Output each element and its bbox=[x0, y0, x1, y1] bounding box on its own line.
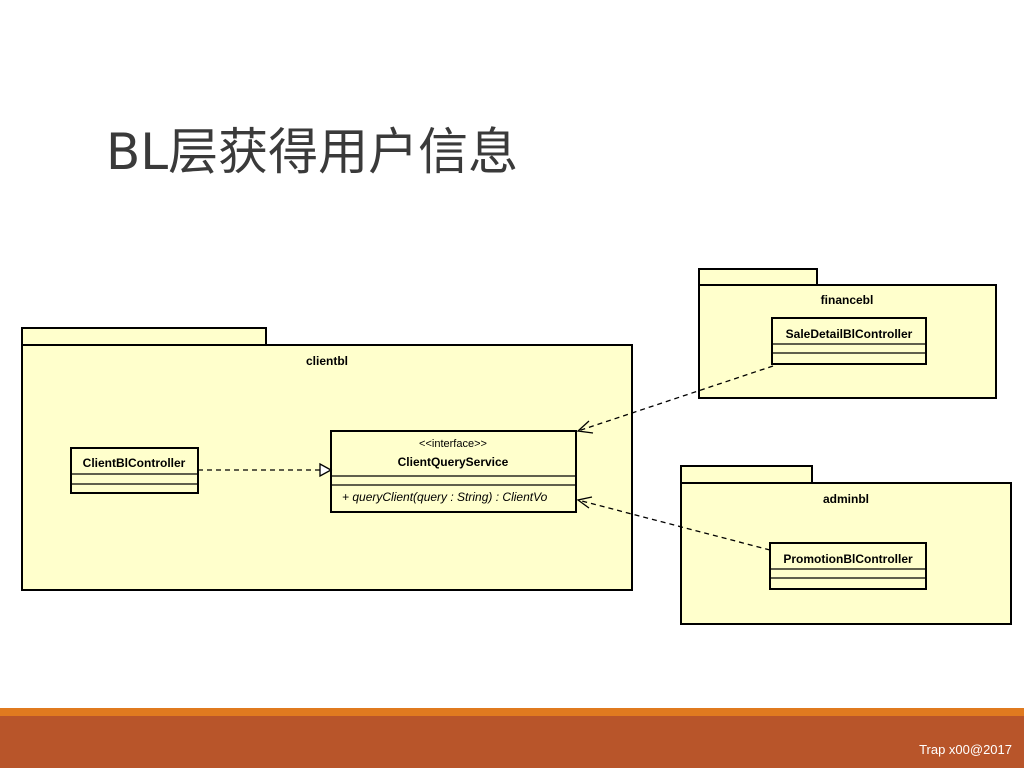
dependency-arrow-financebl bbox=[576, 365, 774, 434]
open-arrowhead-icon bbox=[576, 496, 593, 509]
footer-text: Trap x00@2017 bbox=[919, 742, 1012, 757]
operation-query-client: + queryClient(query : String) : ClientVo bbox=[342, 490, 548, 504]
class-sale-detail-bl-controller[interactable]: SaleDetailBlController bbox=[771, 317, 927, 365]
class-name-client-query-service: ClientQueryService bbox=[398, 455, 509, 469]
class-box bbox=[771, 317, 927, 365]
class-name-client-bl-controller: ClientBlController bbox=[83, 456, 186, 470]
package-label-adminbl: adminbl bbox=[823, 492, 869, 506]
package-label-financebl: financebl bbox=[821, 293, 874, 307]
dependency-arrow-adminbl bbox=[576, 496, 771, 551]
package-label-clientbl: clientbl bbox=[306, 354, 348, 368]
stereotype-label: <<interface>> bbox=[419, 438, 487, 450]
package-tab bbox=[21, 327, 267, 346]
dashed-line bbox=[577, 499, 771, 551]
class-name-promotion-bl-controller: PromotionBlController bbox=[783, 552, 913, 566]
uml-diagram: clientbl ClientBlController <<interface>… bbox=[21, 268, 1012, 625]
class-box bbox=[70, 447, 199, 494]
dashed-line bbox=[577, 365, 774, 432]
class-client-bl-controller[interactable]: ClientBlController bbox=[70, 447, 199, 494]
realization-arrow bbox=[198, 462, 333, 478]
class-box bbox=[769, 542, 927, 590]
package-adminbl[interactable]: adminbl bbox=[680, 465, 1012, 625]
footer-bar bbox=[0, 716, 1024, 768]
class-name-sale-detail-bl-controller: SaleDetailBlController bbox=[786, 327, 913, 341]
triangle-arrowhead-icon bbox=[319, 462, 333, 478]
package-tab bbox=[680, 465, 813, 484]
slide-title: BL层获得用户信息 bbox=[106, 123, 519, 181]
interface-client-query-service[interactable]: <<interface>> ClientQueryService + query… bbox=[330, 430, 577, 513]
footer-accent-strip bbox=[0, 708, 1024, 716]
class-box bbox=[330, 430, 577, 513]
class-promotion-bl-controller[interactable]: PromotionBlController bbox=[769, 542, 927, 590]
package-tab bbox=[698, 268, 818, 286]
open-arrowhead-icon bbox=[576, 420, 594, 434]
